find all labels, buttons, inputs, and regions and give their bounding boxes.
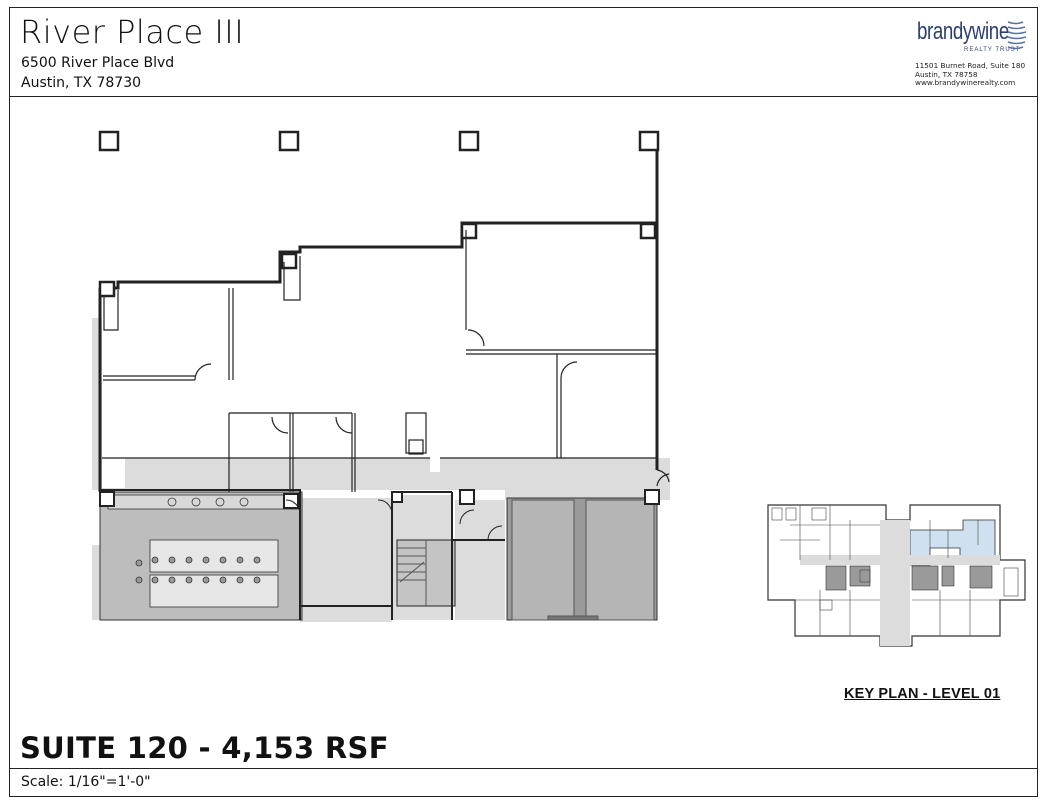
brand-logo: brandywine REALTY TRUST	[912, 14, 1032, 74]
perimeter-columns	[98, 130, 660, 298]
property-address-street: 6500 River Place Blvd	[21, 55, 175, 71]
sheet-border	[9, 7, 1038, 797]
brand-address: 11501 Burnet Road, Suite 180 Austin, TX …	[915, 61, 1026, 88]
key-plan-corridor	[800, 520, 1000, 646]
header-divider	[9, 96, 1038, 97]
brand-name: brandywine	[917, 18, 1009, 45]
key-plan-label: KEY PLAN - LEVEL 01	[844, 686, 1001, 702]
suite-label: SUITE 120 - 4,153 RSF	[20, 731, 389, 765]
brand-wave-icon	[1007, 21, 1027, 50]
property-address-city: Austin, TX 78730	[21, 75, 142, 91]
interior-walls	[102, 230, 670, 492]
exterior-walls	[98, 135, 659, 492]
elevator-shafts	[511, 499, 655, 621]
brand-address-street: 11501 Burnet Road, Suite 180	[915, 61, 1026, 70]
footer-divider	[9, 768, 1038, 769]
scale-label: Scale: 1/16"=1'-0"	[21, 774, 151, 790]
restroom-fixtures	[107, 494, 299, 608]
brand-website: www.brandywinerealty.com	[915, 78, 1016, 88]
brand-tagline: REALTY TRUST	[964, 47, 1021, 53]
property-name: River Place III	[20, 13, 245, 51]
key-plan-walls	[771, 505, 1019, 636]
core-walls	[99, 489, 660, 620]
stair	[396, 539, 456, 607]
brand-address-city: Austin, TX 78758	[915, 69, 978, 79]
